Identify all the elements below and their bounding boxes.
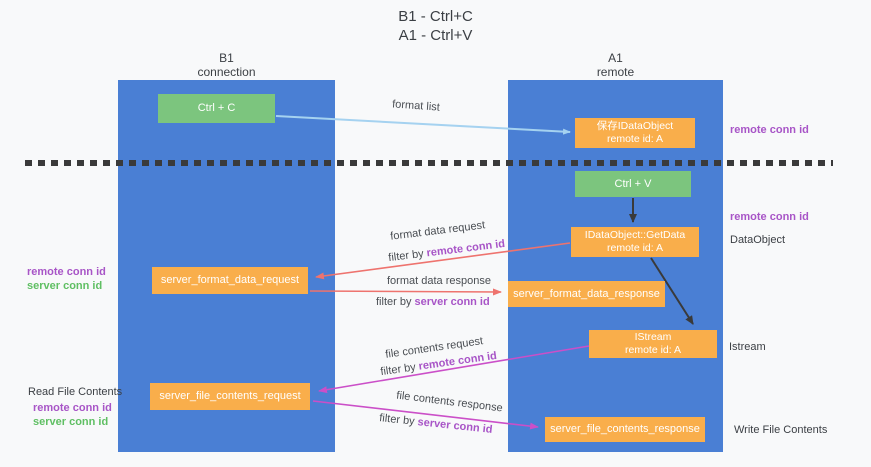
filter-by-text: filter by: [376, 296, 415, 308]
annotation-format-list: format list: [391, 98, 441, 114]
node-save-idataobject: 保存IDataObject remote id: A: [575, 118, 695, 148]
save-idataobject-line1: 保存IDataObject: [596, 120, 674, 132]
filter-by-text: filter by: [378, 412, 419, 429]
ctrl-v-label: Ctrl + V: [614, 177, 652, 190]
label-remote-conn-id-left-1: remote conn id: [27, 266, 106, 278]
label-remote-conn-id-top-right: remote conn id: [730, 124, 809, 136]
remote-conn-id-text: remote conn id: [425, 237, 506, 260]
node-server-file-contents-request: server_file_contents_request: [150, 383, 310, 410]
lifeline-a1-role: remote: [596, 65, 635, 79]
label-read-file-contents: Read File Contents: [28, 386, 123, 398]
label-remote-conn-id-mid-right: remote conn id: [730, 211, 809, 223]
annotation-format-data-response: format data response: [387, 275, 491, 287]
title-line-b1: B1 - Ctrl+C: [398, 8, 473, 25]
getdata-line1: IDataObject::GetData: [584, 229, 686, 241]
annotation-filter-by-server-2: filter by server conn id: [379, 412, 493, 436]
label-remote-conn-id-left-2: remote conn id: [33, 402, 112, 414]
server-format-data-request-label: server_format_data_request: [160, 274, 300, 286]
lifeline-header-a1: A1 remote: [508, 51, 723, 79]
lifeline-b1-role: connection: [197, 65, 256, 79]
arrow-format-data-response: [309, 288, 502, 296]
node-server-format-data-request: server_format_data_request: [152, 267, 308, 294]
node-ctrl-v: Ctrl + V: [575, 171, 691, 197]
lifeline-header-b1: B1 connection: [118, 51, 335, 79]
label-server-conn-id-left-1: server conn id: [27, 280, 103, 292]
label-server-conn-id-left-2: server conn id: [33, 416, 109, 428]
annotation-filter-by-server-1: filter by server conn id: [376, 296, 490, 308]
getdata-line2: remote id: A: [606, 242, 664, 254]
label-dataobject: DataObject: [730, 234, 786, 246]
diagram-title: B1 - Ctrl+C A1 - Ctrl+V: [0, 7, 871, 45]
lifeline-b1-name: B1: [219, 51, 234, 65]
annotation-filter-by-remote-1: filter by remote conn id: [388, 238, 506, 264]
node-idataobject-getdata: IDataObject::GetData remote id: A: [571, 227, 699, 257]
server-conn-id-text: server conn id: [416, 416, 494, 436]
title-line-a1: A1 - Ctrl+V: [398, 27, 473, 44]
label-istream-side: Istream: [729, 341, 766, 353]
label-write-file-contents: Write File Contents: [734, 424, 828, 436]
server-conn-id-text: server conn id: [414, 296, 490, 308]
filter-by-text: filter by: [387, 247, 428, 265]
save-idataobject-line2: remote id: A: [606, 133, 664, 145]
server-file-contents-request-label: server_file_contents_request: [159, 390, 301, 402]
ctrl-c-label: Ctrl + C: [197, 102, 236, 114]
lifeline-a1-name: A1: [608, 51, 623, 65]
session-separator-dashed-line: [25, 160, 833, 166]
node-server-format-data-response: server_format_data_response: [508, 281, 665, 307]
annotation-file-contents-response: file contents response: [395, 389, 504, 415]
istream-line1: IStream: [634, 331, 672, 343]
istream-line2: remote id: A: [624, 344, 682, 356]
node-istream: IStream remote id: A: [589, 330, 717, 358]
annotation-format-data-request: format data request: [389, 219, 486, 243]
node-server-file-contents-response: server_file_contents_response: [545, 417, 705, 442]
node-ctrl-c: Ctrl + C: [158, 94, 275, 123]
filter-by-text: filter by: [379, 360, 420, 379]
server-file-contents-response-label: server_file_contents_response: [550, 423, 700, 435]
server-format-data-response-label: server_format_data_response: [513, 287, 660, 300]
